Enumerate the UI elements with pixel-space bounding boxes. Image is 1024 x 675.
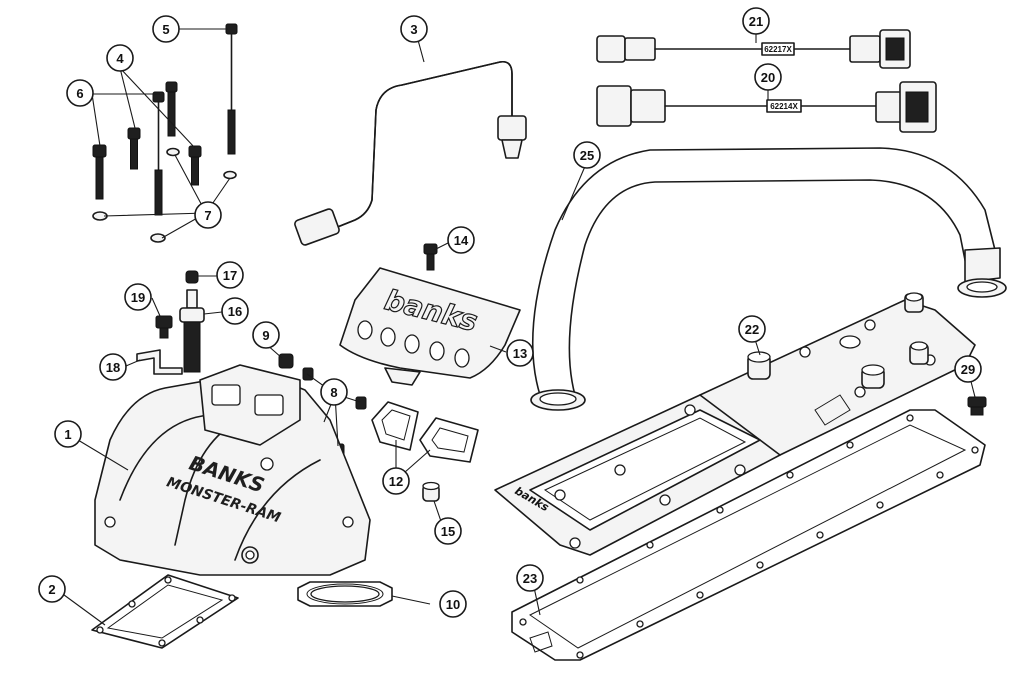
svg-text:20: 20 xyxy=(761,70,775,85)
bracket-18 xyxy=(136,349,183,375)
sensor-16 xyxy=(179,289,205,373)
svg-text:8: 8 xyxy=(330,385,337,400)
spacer-15 xyxy=(422,481,440,502)
gasket-12-left xyxy=(371,401,419,451)
intake-manifold-1: BANKS MONSTER-RAM xyxy=(94,364,371,576)
callout-13: 13 xyxy=(506,339,534,367)
bolt-19 xyxy=(155,315,173,339)
tube-connector xyxy=(294,208,340,246)
long-bolt-center xyxy=(152,91,165,216)
svg-text:18: 18 xyxy=(106,360,120,375)
crossover-tube-25 xyxy=(530,147,1007,411)
washer-7b xyxy=(223,170,237,180)
callout-15: 15 xyxy=(434,517,462,545)
callout-1: 1 xyxy=(54,420,82,448)
callout-29: 29 xyxy=(954,355,982,383)
callout-17: 17 xyxy=(216,261,244,289)
svg-text:5: 5 xyxy=(162,22,169,37)
callout-8: 8 xyxy=(320,378,348,406)
svg-text:3: 3 xyxy=(410,22,417,37)
svg-text:29: 29 xyxy=(961,362,975,377)
svg-text:13: 13 xyxy=(513,346,527,361)
cap-17 xyxy=(185,270,199,284)
callout-19: 19 xyxy=(124,283,152,311)
callout-3: 3 xyxy=(400,15,428,43)
bolt-4-left xyxy=(127,127,141,170)
callout-5: 5 xyxy=(152,15,180,43)
plug-29 xyxy=(967,396,987,416)
svg-text:22: 22 xyxy=(745,322,759,337)
svg-text:12: 12 xyxy=(389,474,403,489)
callout-16: 16 xyxy=(221,297,249,325)
throttle-gasket-10 xyxy=(297,581,393,607)
washer-7a xyxy=(166,147,180,157)
gasket-2 xyxy=(91,574,239,649)
washer-7d xyxy=(150,233,166,243)
svg-text:25: 25 xyxy=(580,148,594,163)
svg-text:1: 1 xyxy=(64,427,71,442)
long-bolt-5 xyxy=(225,23,238,155)
bolt-14 xyxy=(423,243,438,271)
sensor-tube-3 xyxy=(294,60,527,246)
gasket-12-right xyxy=(419,417,479,463)
callout-25: 25 xyxy=(573,141,601,169)
bolt-set xyxy=(92,23,238,243)
svg-text:17: 17 xyxy=(223,268,237,283)
callout-14: 14 xyxy=(447,226,475,254)
svg-text:9: 9 xyxy=(262,328,269,343)
svg-text:16: 16 xyxy=(228,304,242,319)
svg-text:15: 15 xyxy=(441,524,455,539)
svg-text:4: 4 xyxy=(116,51,124,66)
fitting-9 xyxy=(278,353,294,369)
svg-text:19: 19 xyxy=(131,290,145,305)
bolt-4-right xyxy=(188,145,202,186)
cover-plate-13: banks xyxy=(339,267,521,386)
svg-text:23: 23 xyxy=(523,571,537,586)
harness-21: 62217X xyxy=(596,29,911,69)
svg-text:14: 14 xyxy=(454,233,469,248)
svg-text:21: 21 xyxy=(749,14,763,29)
callout-2: 2 xyxy=(38,575,66,603)
svg-text:10: 10 xyxy=(446,597,460,612)
callout-9: 9 xyxy=(252,321,280,349)
harness-20: 62214X xyxy=(596,81,937,133)
svg-text:2: 2 xyxy=(48,582,55,597)
callout-6: 6 xyxy=(66,79,94,107)
callout-18: 18 xyxy=(99,353,127,381)
plenum-plate-22: banks xyxy=(494,292,976,556)
bolt-6 xyxy=(92,144,107,200)
svg-text:6: 6 xyxy=(76,86,83,101)
bolt-upper-mid xyxy=(165,81,178,137)
callout-21: 21 xyxy=(742,7,770,35)
plenum-gasket-23 xyxy=(511,409,986,661)
harness-20-label: 62214X xyxy=(770,102,798,111)
callout-4: 4 xyxy=(106,44,134,72)
harness-21-label: 62217X xyxy=(764,45,792,54)
callout-10: 10 xyxy=(439,590,467,618)
callout-22: 22 xyxy=(738,315,766,343)
callout-12: 12 xyxy=(382,467,410,495)
callout-23: 23 xyxy=(516,564,544,592)
callout-7: 7 xyxy=(194,201,222,229)
sensor-nut xyxy=(497,115,527,141)
callout-20: 20 xyxy=(754,63,782,91)
svg-text:7: 7 xyxy=(204,208,211,223)
